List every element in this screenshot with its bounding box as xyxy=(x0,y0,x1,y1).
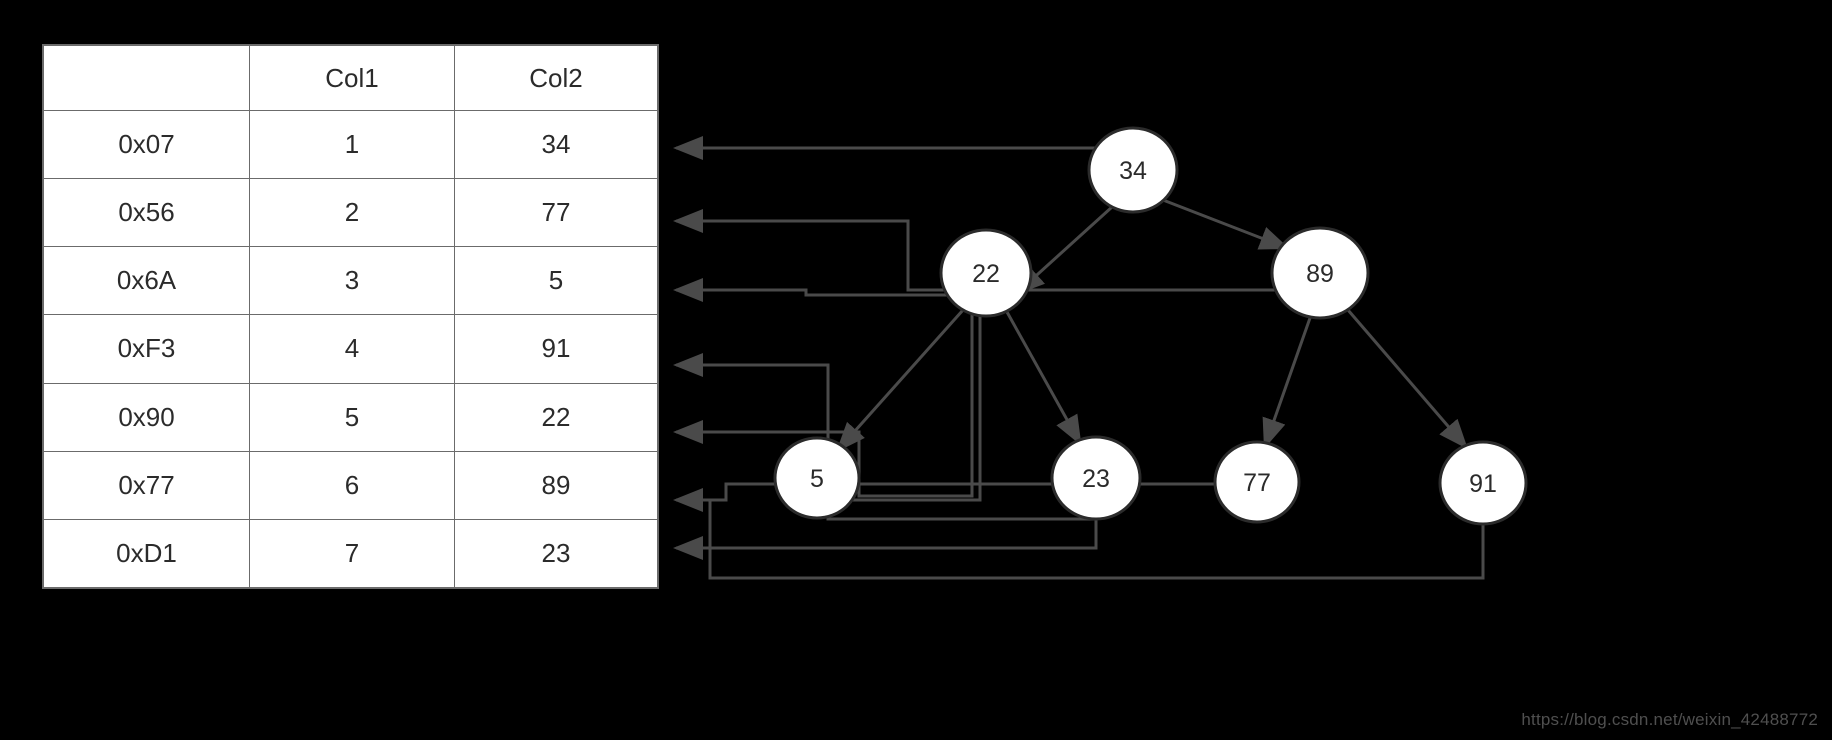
cell-address: 0x6A xyxy=(42,246,251,316)
cell-col2: 89 xyxy=(453,450,659,520)
table-row: 0xD1 7 23 xyxy=(42,518,659,589)
table-header-col2: Col2 xyxy=(453,45,659,111)
tree-node-34[interactable]: 34 xyxy=(1087,126,1179,214)
pointer-edge-23-to-row4 xyxy=(673,353,1096,521)
tree-edge-89-77 xyxy=(1262,317,1312,449)
tree-node-label: 5 xyxy=(810,465,824,493)
table-row: 0x07 1 34 xyxy=(42,109,659,180)
tree-edge-22-5 xyxy=(836,309,965,453)
tree-node-label: 23 xyxy=(1082,465,1110,493)
pointer-edge-89-to-row2 xyxy=(673,209,1320,292)
tree-node-5[interactable]: 5 xyxy=(773,436,861,520)
cell-col2: 91 xyxy=(453,314,659,384)
pointer-edge-5-to-row5 xyxy=(673,300,974,498)
cell-col1: 7 xyxy=(249,518,455,589)
tree-node-23[interactable]: 23 xyxy=(1050,435,1142,521)
tree-edge-22-23 xyxy=(1005,311,1082,446)
cell-col2: 34 xyxy=(453,109,659,180)
watermark-text: https://blog.csdn.net/weixin_42488772 xyxy=(1521,710,1818,729)
tree-node-91[interactable]: 91 xyxy=(1438,440,1528,526)
cell-address: 0x07 xyxy=(42,109,251,180)
table-row: 0x56 2 77 xyxy=(42,178,659,248)
tree-node-label: 77 xyxy=(1243,469,1271,497)
tree-node-label: 34 xyxy=(1119,157,1147,185)
pointer-edge-22-to-row3 xyxy=(673,278,970,302)
cell-address: 0x90 xyxy=(42,382,251,452)
table-header-col1: Col1 xyxy=(249,45,455,111)
cell-col1: 5 xyxy=(249,382,455,452)
tree-edge-34-89 xyxy=(1162,198,1290,250)
pointer-edge-77-to-row6 xyxy=(673,482,1257,512)
pointer-routing-segment-a xyxy=(708,500,1485,580)
cell-col2: 5 xyxy=(453,246,659,316)
pointer-edge-91-to-row7 xyxy=(673,520,1098,560)
cell-col2: 22 xyxy=(453,382,659,452)
table-header-address xyxy=(42,45,251,111)
tree-node-label: 22 xyxy=(972,260,1000,288)
address-value-table: Col1 Col2 0x07 1 34 0x56 2 77 0x6A 3 xyxy=(42,44,659,589)
tree-node-label: 91 xyxy=(1469,470,1497,498)
cell-col1: 6 xyxy=(249,450,455,520)
cell-address: 0x56 xyxy=(42,178,251,248)
table-row: 0x90 5 22 xyxy=(42,382,659,452)
pointer-routing-segment-b xyxy=(817,295,982,502)
tree-node-22[interactable]: 22 xyxy=(939,228,1033,318)
cell-col1: 4 xyxy=(249,314,455,384)
table-row: 0x77 6 89 xyxy=(42,450,659,520)
table-row: 0x6A 3 5 xyxy=(42,246,659,316)
table-header-row: Col1 Col2 xyxy=(42,45,659,111)
cell-col1: 2 xyxy=(249,178,455,248)
cell-address: 0x77 xyxy=(42,450,251,520)
cell-col1: 3 xyxy=(249,246,455,316)
tree-node-89[interactable]: 89 xyxy=(1270,226,1370,320)
tree-edge-89-91 xyxy=(1346,309,1468,450)
cell-address: 0xF3 xyxy=(42,314,251,384)
cell-address: 0xD1 xyxy=(42,518,251,589)
cell-col1: 1 xyxy=(249,109,455,180)
cell-col2: 23 xyxy=(453,518,659,589)
table-row: 0xF3 4 91 xyxy=(42,314,659,384)
tree-edge-34-22 xyxy=(1014,205,1114,296)
tree-node-77[interactable]: 77 xyxy=(1213,440,1301,524)
tree-node-label: 89 xyxy=(1306,260,1334,288)
cell-col2: 77 xyxy=(453,178,659,248)
